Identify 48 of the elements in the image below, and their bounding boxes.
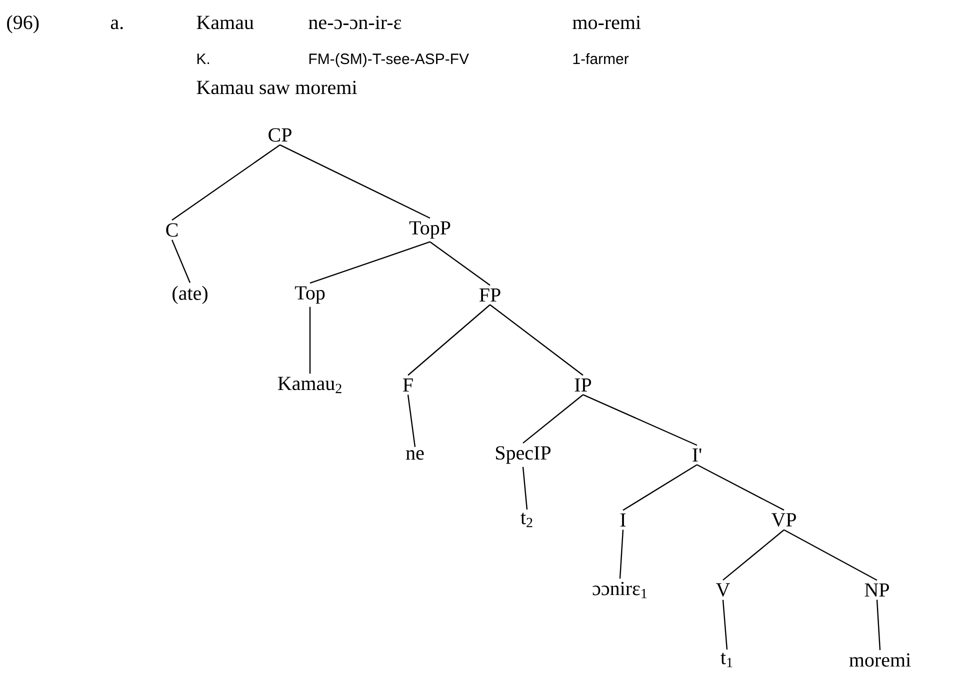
tree-node-label: NP <box>864 583 889 597</box>
tree-branch <box>309 306 311 374</box>
example-text: a. <box>110 20 123 30</box>
tree-branch <box>172 144 280 221</box>
tree-branch <box>490 304 584 376</box>
tree-branch <box>622 464 698 511</box>
tree-branch <box>171 240 191 283</box>
tree-node-label: V <box>716 583 730 597</box>
tree-branch <box>619 530 624 579</box>
tree-branch <box>522 466 528 510</box>
example-text: ne-ɔ-ɔn-ir-ɛ <box>308 16 402 30</box>
tree-node-label: t$_{2}$ <box>520 512 532 528</box>
tree-branch <box>784 529 878 581</box>
tree-branch <box>722 600 728 650</box>
tree-node-label: CP <box>268 128 292 142</box>
tree-branch <box>407 394 416 448</box>
example-text: Kamau saw moremi <box>196 80 357 94</box>
gloss-text: K. <box>197 54 209 64</box>
tree-node-label: F <box>403 378 413 392</box>
tree-node-label: FP <box>479 288 500 302</box>
tree-branch <box>408 304 490 376</box>
tree-branch <box>722 529 784 581</box>
tree-node-label: I <box>620 513 626 527</box>
tree-branch <box>696 464 784 511</box>
example-text: (96) <box>7 15 39 34</box>
tree-node-label: VP <box>771 513 796 527</box>
example-text: Kamau <box>196 16 254 30</box>
tree-branch <box>522 394 584 444</box>
tree-node-label: moremi <box>849 653 911 667</box>
tree-node-label: I' <box>692 448 702 462</box>
gloss-text: FM-(SM)-T-see-ASP-FV <box>309 53 469 68</box>
tree-branch <box>876 600 881 650</box>
tree-node-label: SpecIP <box>496 446 551 464</box>
tree-node-label: ne <box>406 450 424 460</box>
tree-node-label: C <box>166 223 178 237</box>
tree-node-label: (ate) <box>172 286 208 304</box>
tree-branch <box>582 394 698 446</box>
tree-branch <box>430 241 490 286</box>
tree-node-label: Top <box>294 286 325 304</box>
gloss-text: 1-farmer <box>573 53 629 64</box>
tree-node-label: TopP <box>409 221 450 239</box>
tree-branch <box>310 241 430 284</box>
tree-node-label: ɔɔnirɛ$_{1}$ <box>592 582 647 598</box>
tree-node-label: t$_{1}$ <box>720 652 732 668</box>
tree-node-label: Kamau$_{2}$ <box>278 376 342 394</box>
tree-node-label: IP <box>574 378 592 392</box>
example-text: mo-remi <box>572 16 641 30</box>
tree-branch <box>280 144 430 219</box>
